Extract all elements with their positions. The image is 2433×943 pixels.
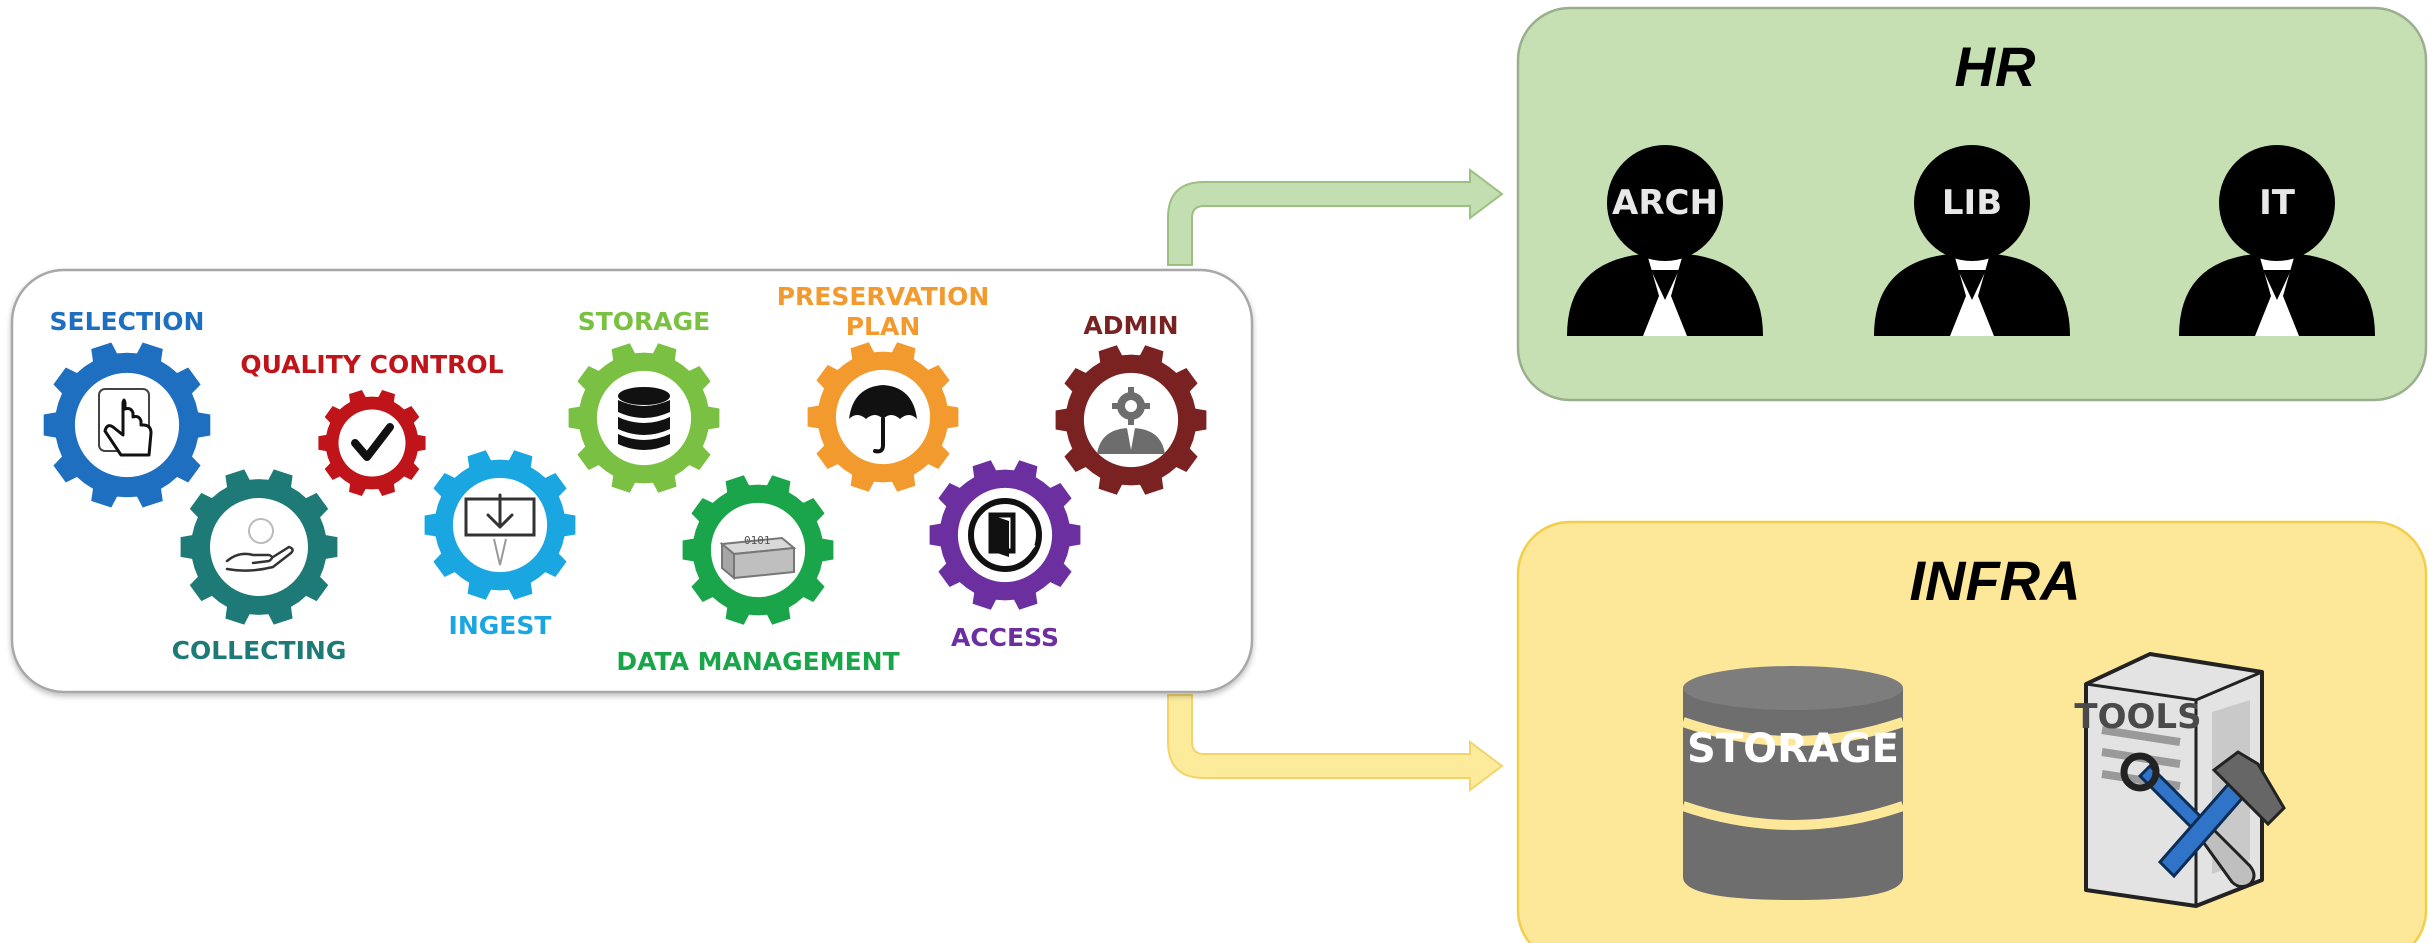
data-drawer-icon: 0101	[712, 504, 804, 596]
stage-labels: SELECTION QUALITY CONTROL COLLECTING ING…	[50, 282, 1179, 676]
stage-label-access: ACCESS	[951, 623, 1059, 652]
stage-label-storage: STORAGE	[578, 307, 711, 336]
person-icon-arch: ARCH	[1567, 145, 1763, 336]
stage-label-admin: ADMIN	[1083, 311, 1178, 340]
hr-title: HR	[1955, 35, 2036, 98]
stage-label-collecting: COLLECTING	[172, 636, 347, 665]
stage-label-selection: SELECTION	[50, 307, 205, 336]
open-hand-icon	[213, 501, 305, 593]
stage-label-ingest: INGEST	[449, 611, 552, 640]
arrow-to-hr	[1167, 168, 1504, 266]
database-icon	[598, 372, 690, 464]
stage-label-preservation: PRESERVATION	[777, 282, 990, 311]
person-icon-lib: LIB	[1874, 145, 2070, 336]
storage-label: STORAGE	[1687, 726, 1899, 772]
stage-label-plan: PLAN	[846, 312, 921, 341]
checkmark-icon	[342, 413, 402, 473]
person-label: ARCH	[1612, 183, 1718, 223]
door-exit-icon	[959, 489, 1051, 581]
person-icon-it: IT	[2179, 145, 2375, 336]
stage-label-quality-control: QUALITY CONTROL	[240, 350, 503, 379]
stage-label-data-management: DATA MANAGEMENT	[616, 647, 899, 676]
tools-label: TOOLS	[2074, 697, 2201, 737]
admin-person-gear-icon	[1085, 374, 1177, 466]
infra-title: INFRA	[1909, 549, 2080, 612]
download-tray-icon	[454, 479, 546, 571]
tools-server-icon: TOOLS	[2074, 652, 2286, 908]
arrow-to-infra	[1167, 694, 1504, 792]
storage-database-icon: STORAGE	[1681, 666, 1905, 900]
person-label: LIB	[1942, 183, 2002, 223]
hand-touch-icon	[98, 388, 153, 457]
gear-icons: 0101	[98, 371, 1177, 596]
umbrella-icon	[837, 371, 929, 463]
hr-people: ARCH LIB IT	[1567, 145, 2375, 336]
svg-text:0101: 0101	[744, 534, 771, 547]
person-label: IT	[2259, 183, 2296, 223]
